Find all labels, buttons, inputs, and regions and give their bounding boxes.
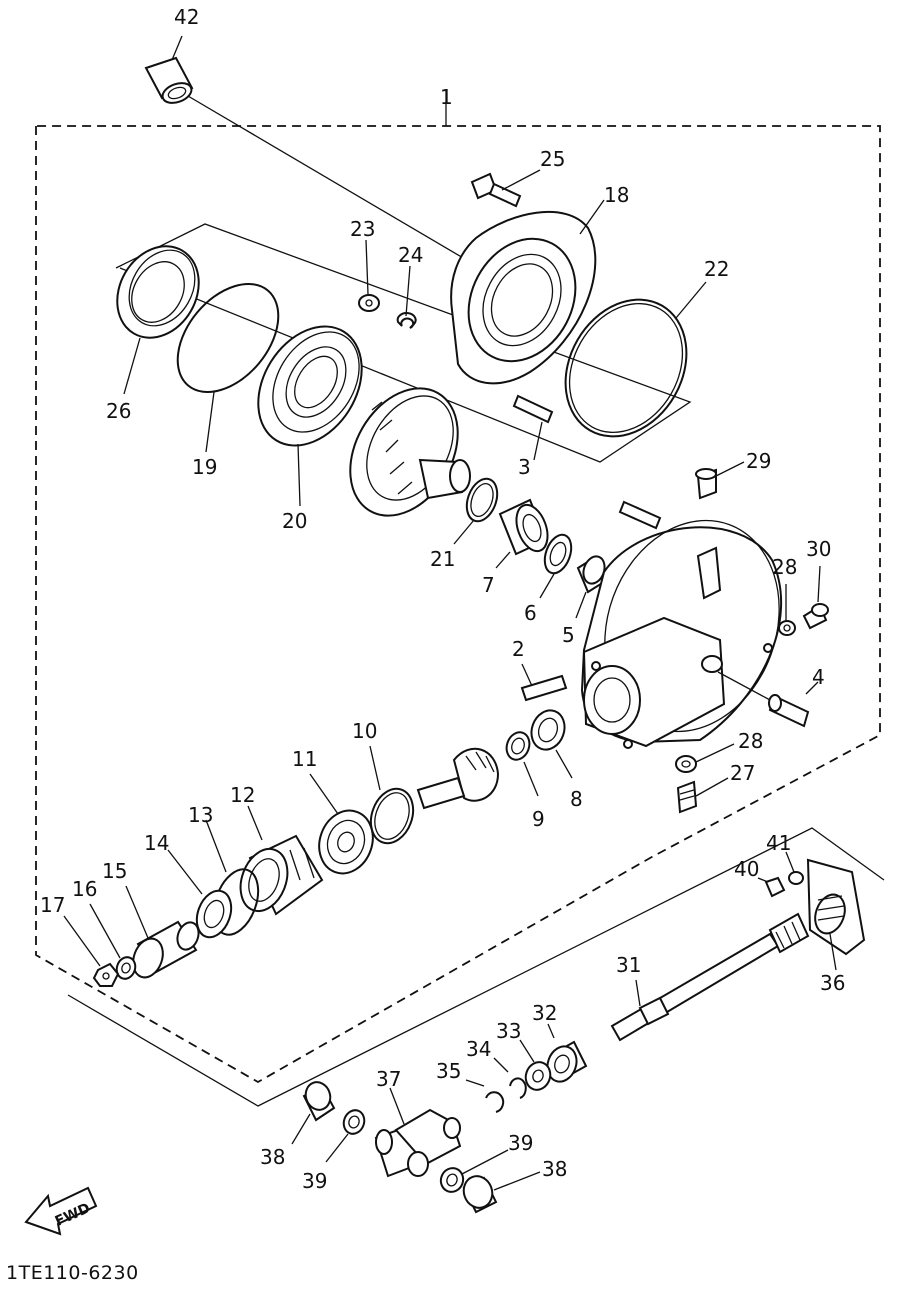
callout-26: 26 [106,399,131,423]
part-30-bolt [802,565,829,630]
part-39-ring-right [439,1149,509,1193]
part-33-washer [519,1039,552,1091]
drive-shaft-group-bracket [67,827,885,1107]
part-2-stud [520,663,568,702]
part-20-bearing [257,325,363,507]
callout-6: 6 [524,601,537,625]
part-23-nut [358,239,380,312]
callout-4: 4 [812,665,825,689]
part-10-o-ring [369,745,415,845]
part-31-drive-shaft [610,912,810,1042]
callout-29: 29 [746,449,771,473]
callout-38-left: 38 [260,1145,285,1169]
diagram-part-number: 1TE110-6230 [6,1262,139,1284]
callout-31: 31 [616,953,641,977]
callout-34: 34 [466,1037,491,1061]
callout-23: 23 [350,217,375,241]
callout-5: 5 [562,623,575,647]
assembly-boundary [35,90,881,1084]
part-39-ring-left [325,1109,366,1163]
part-17-nut [63,915,120,987]
callout-15: 15 [102,859,127,883]
part-24-lock-washer [396,265,417,329]
part-26-oil-seal [116,245,200,395]
part-14-oil-seal [167,849,233,939]
part-11-bearing [309,773,374,875]
callout-25: 25 [540,147,565,171]
part-5-collar [575,555,606,619]
part-27-drain-bolt [676,777,729,814]
forward-direction-arrow: FWD [24,1186,98,1236]
callout-1: 1 [440,85,453,109]
callout-19: 19 [192,455,217,479]
callout-30: 30 [806,537,831,561]
part-18-bearing-housing [450,199,605,385]
callout-9: 9 [532,807,545,831]
callout-33: 33 [496,1019,521,1043]
part-38-bearing-left [291,1081,336,1145]
part-37-universal-joint [374,1087,462,1178]
ring-gear [349,387,471,517]
callout-39-right: 39 [508,1131,533,1155]
callout-7: 7 [482,573,495,597]
part-28-washer-upper [778,584,796,636]
callout-22: 22 [704,257,729,281]
callout-3: 3 [518,455,531,479]
part-19-o-ring [176,282,280,453]
callout-27: 27 [730,761,755,785]
part-15-coupling-gear [125,885,200,979]
callout-24: 24 [398,243,423,267]
callout-18: 18 [604,183,629,207]
callout-2: 2 [512,637,525,661]
callout-17: 17 [40,893,65,917]
callout-20: 20 [282,509,307,533]
part-12-bearing-retainer [239,805,324,916]
callout-36: 36 [820,971,845,995]
part-35-circlip [465,1079,505,1113]
callout-21: 21 [430,547,455,571]
callout-28-lower: 28 [738,729,763,753]
callout-32: 32 [532,1001,557,1025]
part-32-oil-seal [546,1023,588,1083]
part-29-cap [695,461,745,500]
callout-37: 37 [376,1067,401,1091]
callout-38-right: 38 [542,1157,567,1181]
callout-8: 8 [570,787,583,811]
callout-35: 35 [436,1059,461,1083]
part-38-bearing-right [462,1171,541,1214]
part-7-bearing [495,498,549,569]
part-21-shim [453,477,499,545]
callout-13: 13 [188,803,213,827]
drive-pinion-gear [416,747,500,810]
callout-40: 40 [734,857,759,881]
callout-12: 12 [230,783,255,807]
callout-10: 10 [352,719,377,743]
part-16-washer [89,903,137,980]
part-25-bolt [470,169,541,208]
part-41-washer [785,851,804,885]
final-gear-case [580,519,782,749]
callout-14: 14 [144,831,169,855]
callout-39-left: 39 [302,1169,327,1193]
callout-11: 11 [292,747,317,771]
part-6-shim [539,533,573,599]
callout-41: 41 [766,831,791,855]
callout-28-upper: 28 [772,555,797,579]
callout-labels: 42 1 25 18 23 24 22 26 19 20 3 29 21 7 6… [40,5,845,1193]
callout-16: 16 [72,877,97,901]
part-34-circlip [493,1057,527,1099]
part-40-nut [757,876,786,898]
part-4-dowel-pin [717,671,819,728]
part-42-bushing [144,35,471,263]
part-28-washer-lower [675,743,735,773]
part-3-stud-bolt [512,394,662,530]
part-22-o-ring [564,281,707,438]
callout-42: 42 [174,5,199,29]
part-8-bearing [530,709,573,779]
drive-shaft-flange [806,858,866,971]
part-9-race [505,731,539,797]
